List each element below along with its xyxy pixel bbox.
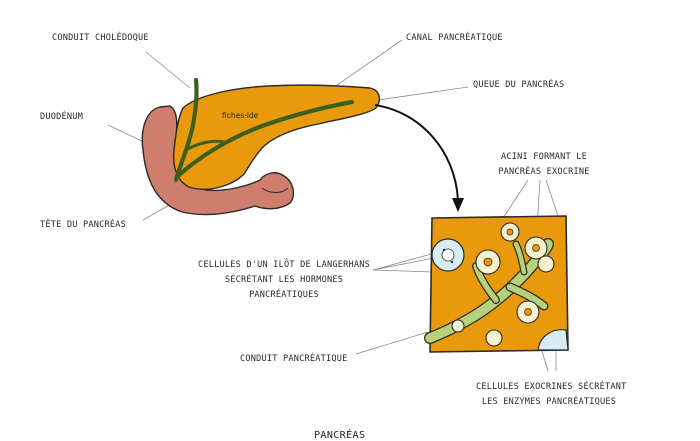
islet-nucleus [442,248,446,252]
pancreatic-canal-path [175,99,355,179]
label-pancreatic-canal: CANAL PANCRÉATIQUE [406,33,503,43]
label-tail: QUEUE DU PANCRÉAS [473,80,565,90]
duodenum-fold [261,187,289,193]
acinus [451,319,465,333]
acinus-lumens [483,228,540,316]
accessory-duct [184,139,226,152]
label-islet-line3: PANCRÉATIQUES [249,290,319,300]
exocrine-cell-corner [537,329,569,351]
label-acini-line1: ACINI FORMANT LE [501,152,587,162]
watermark: fiches-ide [222,111,259,120]
acinus [485,329,503,347]
label-islet: CELLULES D'UN ILÔT DE LANGERHANS SÉCRÉTA… [196,258,372,303]
label-duct: CONDUIT PANCRÉATIQUE [240,354,348,364]
label-exocrine-line2: LES ENZYMES PANCRÉATIQUES [481,397,617,407]
acinus [537,255,555,273]
islet-core [441,248,455,262]
ducts [173,77,355,183]
label-islet-line1: CELLULES D'UN ILÔT DE LANGERHANS [198,260,370,270]
pancreas-shape [172,84,381,190]
label-bile-duct: CONDUIT CHOLÉDOQUE [52,33,149,43]
label-head: TÊTE DU PANCRÉAS [40,220,126,230]
zoom-arrow [374,104,459,201]
label-acini-line2: PANCRÉAS EXOCRINE [498,167,590,177]
islet-nucleus [450,260,454,264]
label-acini: ACINI FORMANT LE PANCRÉAS EXOCRINE [488,150,600,180]
label-exocrine: CELLULES EXOCRINES SÉCRÉTANT LES ENZYMES… [476,380,627,410]
label-exocrine-line1: CELLULES EXOCRINES SÉCRÉTANT [476,382,627,392]
label-islet-line2: SÉCRÉTANT LES HORMONES [224,275,344,285]
arrow-head-icon [452,198,464,212]
label-duodenum: DUODÉNUM [40,112,83,122]
caption-title: PANCRÉAS [314,430,366,441]
tissue-zoom [424,215,569,353]
